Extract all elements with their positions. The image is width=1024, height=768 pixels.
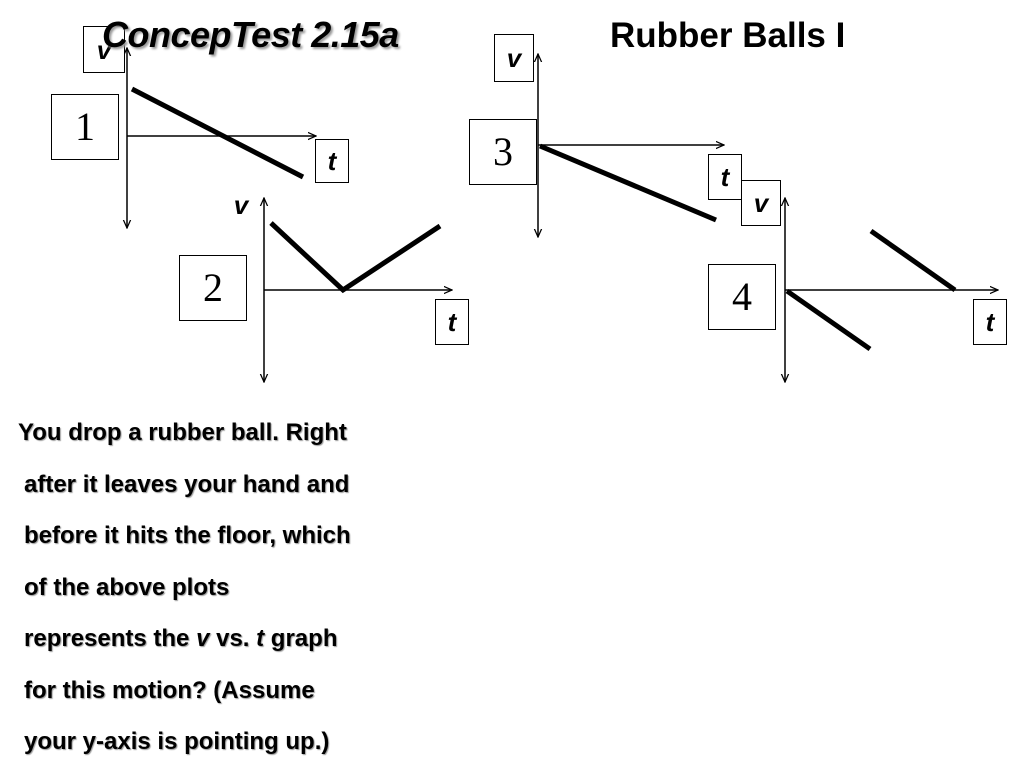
plot-4-t-label: t: [973, 299, 1007, 345]
plot-3-v-label: v: [494, 34, 534, 82]
plot-3-curve: [539, 143, 717, 223]
slide-title: ConcepTest 2.15a: [102, 14, 399, 55]
plot-4-number: 4: [708, 264, 776, 330]
plot-2-t-label: t: [435, 299, 469, 345]
plot-1-v-label: v: [83, 26, 125, 73]
slide-subtitle: Rubber Balls I: [610, 16, 846, 55]
question-line-7: your y-axis is pointing up.): [24, 728, 330, 755]
plot-2-v-label: v: [233, 190, 249, 220]
question-text: You drop a rubber ball. Right after it l…: [18, 407, 438, 768]
question-line-5: represents the v vs. t graph: [24, 625, 338, 652]
plot-2-curve: [269, 221, 442, 294]
plot-1-number: 1: [51, 94, 119, 160]
question-line-1: You drop a rubber ball. Right: [18, 419, 347, 446]
plot-1: [127, 48, 316, 228]
question-line-4: of the above plots: [24, 573, 230, 601]
plot-2: [264, 198, 452, 382]
question-line-3: before it hits the floor, which: [24, 522, 351, 549]
plot-4-curve-segment-1: [785, 288, 872, 352]
plot-3-t-label: t: [708, 154, 742, 200]
plot-1-curve: [130, 86, 305, 180]
question-line-6: for this motion? (Assume: [24, 676, 315, 704]
plot-4: [785, 198, 998, 382]
plot-4-curve-segment-2: [869, 228, 957, 293]
plot-4-v-label: v: [741, 180, 781, 226]
question-line-2: after it leaves your hand and: [24, 470, 350, 498]
plot-2-number: 2: [179, 255, 247, 321]
plot-3-number: 3: [469, 119, 537, 185]
plot-1-t-label: t: [315, 139, 349, 183]
plot-3: [538, 54, 724, 237]
